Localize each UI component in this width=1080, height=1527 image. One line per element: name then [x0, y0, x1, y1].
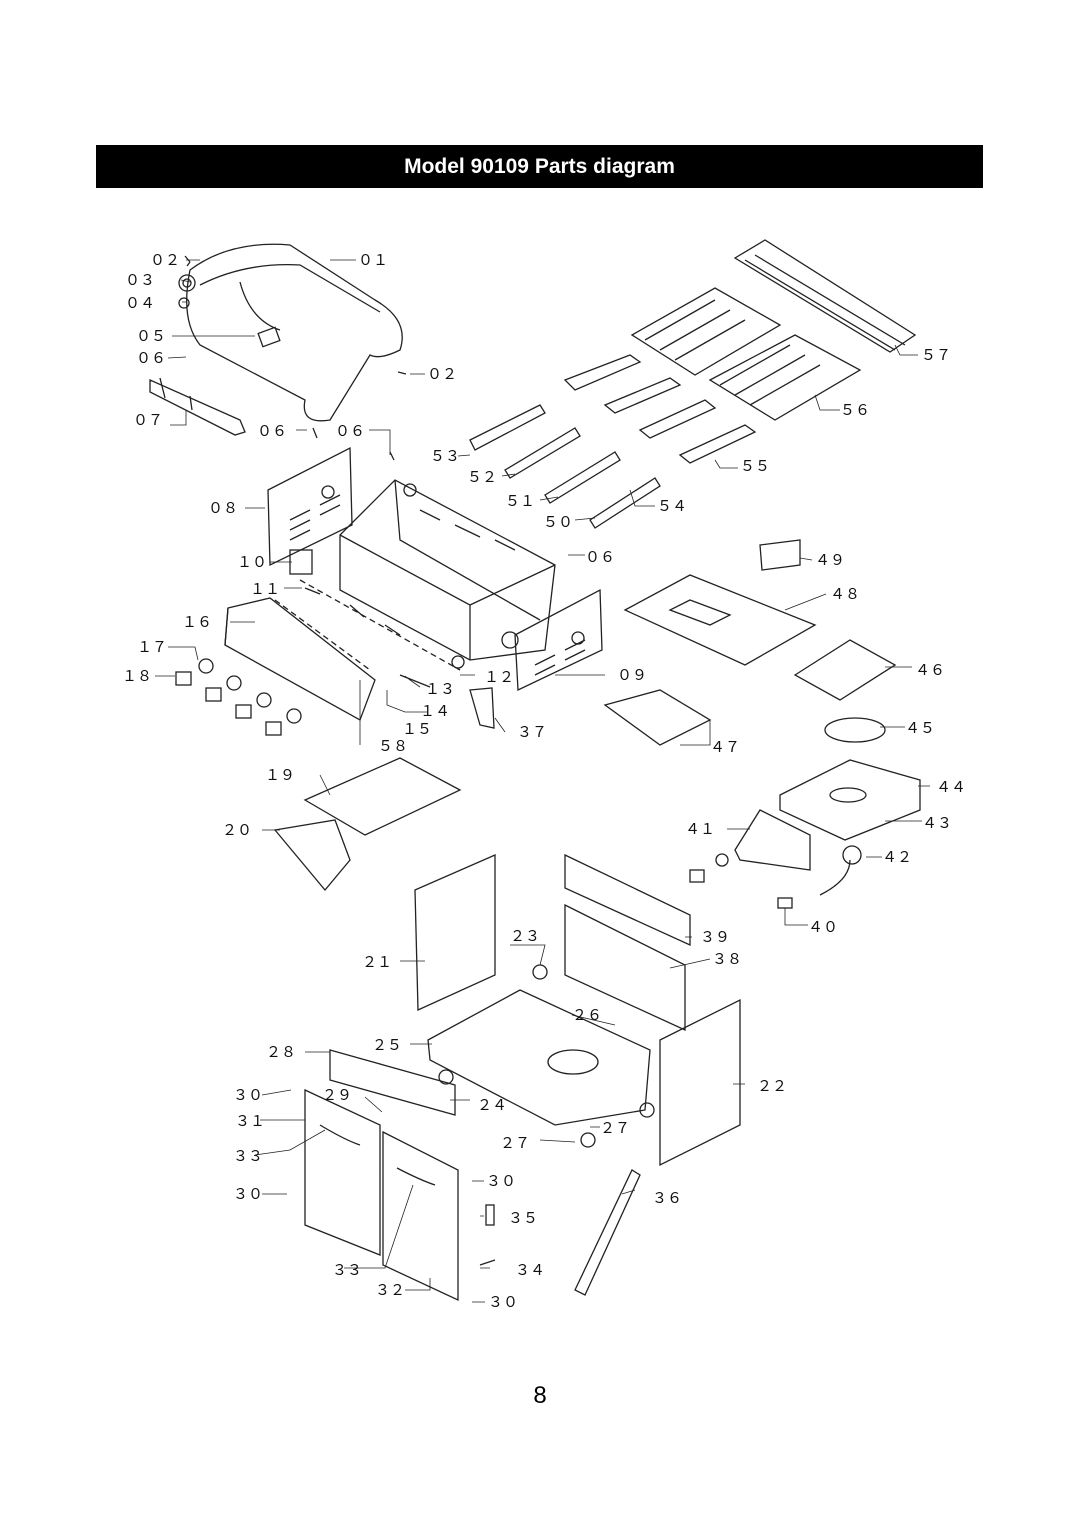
- part-label: ２６: [572, 1006, 602, 1024]
- part-label: １９: [265, 766, 295, 784]
- warming-rack: [733, 239, 917, 353]
- part-label: ２７: [500, 1134, 530, 1152]
- side-panel-left: [267, 446, 353, 567]
- flame-tamers: [563, 354, 757, 464]
- part-label: ４９: [815, 551, 845, 569]
- part-label: ３３: [233, 1147, 263, 1165]
- part-label: ０２: [150, 251, 180, 269]
- part-label: １０: [237, 553, 267, 571]
- valve-manifold-and-front-panel: [224, 549, 461, 721]
- part-label: ５８: [378, 737, 408, 755]
- part-label: ５６: [840, 401, 870, 419]
- part-label: ３９: [700, 928, 730, 946]
- part-label: １７: [137, 638, 167, 656]
- part-label: ２５: [372, 1036, 402, 1054]
- part-label: ５０: [543, 513, 573, 531]
- part-label: ４８: [830, 585, 860, 603]
- part-label: ０４: [125, 294, 155, 312]
- cooking-grates: [630, 287, 862, 421]
- part-label: ２７: [600, 1119, 630, 1137]
- burners: [469, 404, 661, 529]
- cart-panels: [304, 853, 741, 1302]
- part-label: ５３: [430, 447, 460, 465]
- lid-hardware: [178, 255, 407, 461]
- part-label: ５４: [657, 497, 687, 515]
- part-label: ０５: [136, 327, 166, 345]
- part-label: ３４: [515, 1261, 545, 1279]
- part-label: １１: [250, 580, 280, 598]
- part-label: ０２: [427, 365, 457, 383]
- part-label: ２８: [266, 1043, 296, 1061]
- part-label: ０６: [585, 548, 615, 566]
- part-label: ５７: [921, 346, 951, 364]
- part-label: ５５: [740, 457, 770, 475]
- part-label: ３６: [652, 1189, 682, 1207]
- part-label: １８: [122, 667, 152, 685]
- ignition-and-bracket: [399, 655, 495, 729]
- part-label: ２０: [222, 821, 252, 839]
- part-label: ４０: [808, 918, 838, 936]
- part-label: ５２: [467, 468, 497, 486]
- page-number: 8: [533, 1382, 547, 1409]
- grill-lid: [186, 243, 403, 422]
- part-label: ３０: [233, 1086, 263, 1104]
- part-label: ０６: [335, 422, 365, 440]
- part-label: ３０: [233, 1185, 263, 1203]
- page-title: Model 90109 Parts diagram: [404, 154, 675, 178]
- casters: [438, 964, 655, 1148]
- leader-lines: [155, 259, 930, 1303]
- part-label: ４６: [915, 661, 945, 679]
- part-label: ２９: [322, 1086, 352, 1104]
- part-label: ５１: [505, 492, 535, 510]
- part-label: ３１: [235, 1112, 265, 1130]
- part-label: １２: [484, 668, 514, 686]
- part-label: ３７: [517, 723, 547, 741]
- part-label: ２４: [477, 1096, 507, 1114]
- part-number-labels: ０２ ０３ ０４ ０５ ０６ ０７ ０１ ０２ ０６ ０６ ０８ １０ １１ １…: [122, 251, 966, 1311]
- part-label: ４４: [936, 778, 966, 796]
- part-label: ４３: [922, 814, 952, 832]
- part-label: ４１: [685, 820, 715, 838]
- part-label: ０１: [358, 251, 388, 269]
- part-label: ４５: [905, 719, 935, 737]
- part-label: ４２: [882, 848, 912, 866]
- part-label: ３２: [375, 1281, 405, 1299]
- part-label: １４: [420, 702, 450, 720]
- page-title-bar: Model 90109 Parts diagram: [96, 145, 983, 188]
- part-label: ０６: [257, 422, 287, 440]
- part-label: ３５: [508, 1209, 538, 1227]
- part-label: ０７: [133, 411, 163, 429]
- part-label: ３０: [488, 1293, 518, 1311]
- part-label: ０６: [136, 349, 166, 367]
- part-label: １３: [425, 680, 455, 698]
- part-label: ０３: [125, 271, 155, 289]
- part-label: ０８: [208, 499, 238, 517]
- lid-handle: [149, 377, 246, 436]
- control-knobs: [175, 658, 302, 736]
- part-label: ２１: [362, 953, 392, 971]
- side-panel-right: [514, 588, 603, 692]
- part-label: ０９: [617, 666, 647, 684]
- part-label: １５: [402, 720, 432, 738]
- part-label: １６: [182, 613, 212, 631]
- part-label: ３３: [332, 1261, 362, 1279]
- firebox: [339, 479, 556, 661]
- part-label: ２３: [510, 927, 540, 945]
- drip-and-shelves: [273, 689, 712, 892]
- part-label: ２２: [757, 1077, 787, 1095]
- part-label: ３０: [486, 1172, 516, 1190]
- part-label: ４７: [710, 738, 740, 756]
- side-burner-parts: [623, 539, 921, 909]
- part-label: ３８: [712, 950, 742, 968]
